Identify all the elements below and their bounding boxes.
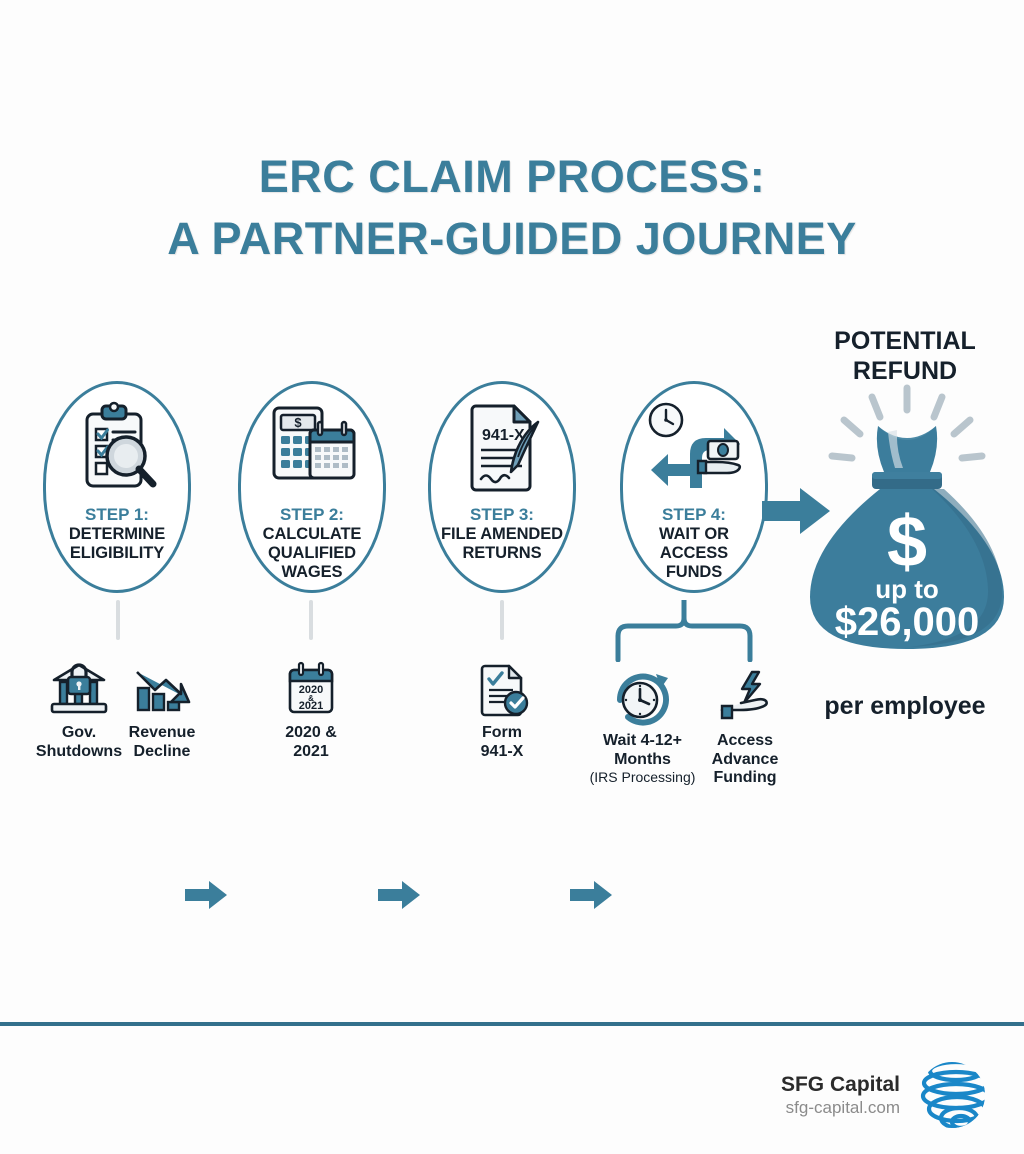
sub-item-label: Form 941-X	[480, 724, 524, 760]
step-capsule-1[interactable]: STEP 1: DETERMINE ELIGIBILITY	[43, 381, 191, 593]
step-description: FILE AMENDED RETURNS	[441, 525, 563, 562]
footer-url[interactable]: sfg-capital.com	[785, 1097, 900, 1117]
svg-text:2020: 2020	[299, 684, 323, 696]
footer-divider	[0, 1022, 1024, 1026]
form-941x-quill-icon: 941-X	[450, 398, 554, 502]
svg-text:&: &	[308, 694, 314, 703]
svg-text:941-X: 941-X	[482, 427, 525, 444]
step-description: WAIT OR ACCESS FUNDS	[659, 525, 729, 581]
sub-item-revenue-decline[interactable]: Revenue Decline	[97, 660, 227, 761]
clipboard-magnifier-icon	[65, 398, 169, 502]
calculator-calendar-icon: $	[260, 398, 364, 502]
footer-brand: SFG Capital	[780, 1072, 900, 1096]
sub-item-label: Revenue Decline	[128, 724, 196, 760]
step-label: STEP 3:	[470, 505, 534, 524]
step-label: STEP 2:	[280, 505, 344, 524]
sub-item-gov-shutdowns[interactable]: Gov. Shutdowns	[14, 660, 144, 761]
fork-arrow-clock-money-icon	[642, 398, 746, 502]
step-description: DETERMINE ELIGIBILITY	[68, 525, 166, 562]
sub-item-form-941x[interactable]: Form 941-X	[437, 660, 567, 761]
title-line-1: ERC CLAIM PROCESS:	[258, 151, 766, 202]
declining-bar-chart-icon	[97, 660, 227, 718]
step-capsule-2[interactable]: $	[238, 381, 386, 593]
clock-arrow-icon	[570, 668, 715, 726]
sub-item-label: Gov. Shutdowns	[35, 724, 123, 760]
sub-item-years[interactable]: 2020 & 2021 2020 & 2021	[246, 660, 376, 761]
step-capsule-4[interactable]: STEP 4: WAIT OR ACCESS FUNDS	[620, 381, 768, 593]
refund-heading: POTENTIAL REFUND	[834, 327, 976, 385]
page-title: ERC CLAIM PROCESS: A PARTNER-GUIDED JOUR…	[0, 146, 1024, 270]
per-employee-label: per employee	[824, 692, 986, 720]
bag-up-to-label: up to	[875, 574, 939, 604]
sub-item-advance-funding[interactable]: Access Advance Funding	[690, 668, 800, 788]
arrow-to-refund	[762, 484, 834, 538]
hand-lightning-icon	[690, 668, 800, 726]
connector-step-3	[500, 600, 504, 640]
calendar-2020-2021-icon: 2020 & 2021	[246, 660, 376, 718]
title-line-2: A PARTNER-GUIDED JOURNEY	[167, 213, 857, 264]
sub-item-label: Wait 4-12+ Months	[603, 732, 682, 768]
step-arrow-3-4	[570, 878, 616, 912]
svg-text:$: $	[294, 415, 302, 430]
sub-item-wait-months[interactable]: Wait 4-12+ Months (IRS Processing)	[570, 668, 715, 786]
globe-sphere-logo	[916, 1059, 988, 1131]
svg-text:2021: 2021	[299, 700, 323, 712]
government-building-lock-icon	[14, 660, 144, 718]
money-bag-icon	[800, 384, 1014, 654]
step-label: STEP 1:	[85, 505, 149, 524]
connector-bracket-step-4	[594, 597, 774, 663]
step-arrow-2-3	[378, 878, 424, 912]
sub-item-label: Access Advance Funding	[711, 732, 779, 786]
process-steps-row: STEP 1: DETERMINE ELIGIBILITY $	[0, 381, 1024, 909]
connector-step-1	[116, 600, 120, 640]
connector-step-2	[309, 600, 313, 640]
step-description: CALCULATE QUALIFIED WAGES	[262, 525, 362, 581]
footer: SFG Capital sfg-capital.com	[700, 1055, 1024, 1135]
bag-amount: $26,000	[834, 600, 980, 644]
sub-item-label: 2020 & 2021	[285, 724, 337, 760]
step-capsule-3[interactable]: 941-X STEP 3: FILE AMENDED RETURNS	[428, 381, 576, 593]
step-label: STEP 4:	[662, 505, 726, 524]
step-arrow-1-2	[185, 878, 231, 912]
sub-item-note: (IRS Processing)	[589, 769, 696, 785]
document-check-icon	[437, 660, 567, 718]
